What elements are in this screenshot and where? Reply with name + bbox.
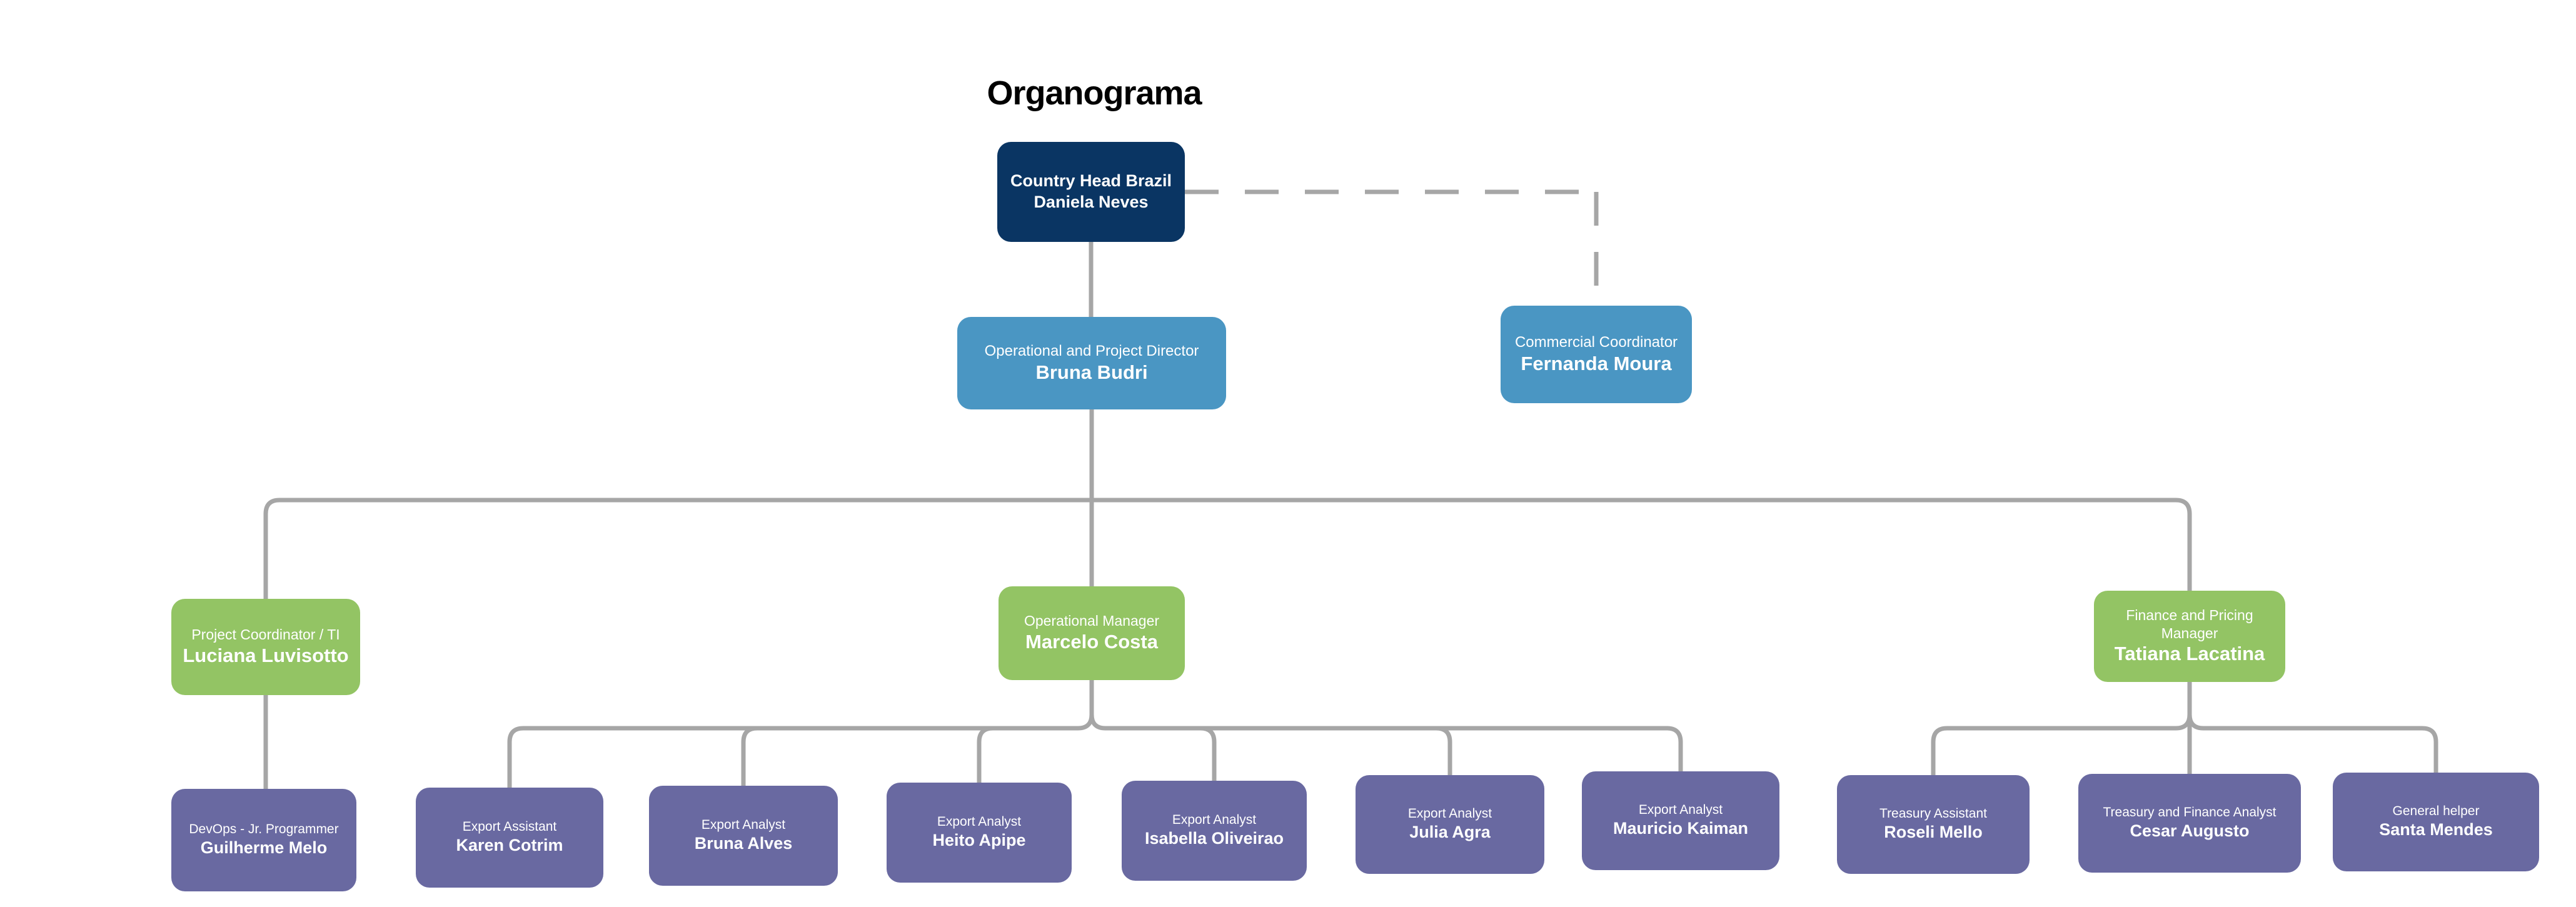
connector-rail-tatiana-left [1931,714,2192,775]
org-node-name: Mauricio Kaiman [1613,819,1749,838]
org-node-name: Karen Cotrim [456,836,563,855]
org-node-role: Treasury Assistant [1879,806,1987,821]
org-node-role: Export Assistant [462,819,557,834]
org-node-name: Heito Apipe [932,831,1026,850]
connector-drop-heito [977,726,994,783]
org-node-role: DevOps - Jr. Programmer [189,822,339,836]
connector-drop-bruna-alves [741,726,758,786]
page-title: Organograma [987,74,1202,112]
connector-rail-marcelo-right [1089,714,1683,771]
org-node-role: Operational Manager [1024,613,1160,629]
org-node-name: Julia Agra [1409,823,1491,842]
org-node-name: Cesar Augusto [2130,821,2250,841]
org-node-name: Bruna Budri [1035,361,1148,383]
org-node-name: Luciana Luvisotto [183,644,349,666]
org-node-name: Guilherme Melo [200,838,328,858]
org-node-role: Finance and Pricing Manager [2126,606,2253,641]
connector-rail-level2 [263,498,2192,599]
org-node-name: Isabella Oliveirao [1144,829,1284,848]
connector-rail-marcelo-left [507,714,1094,788]
connector-rail-tatiana-right [2187,714,2438,773]
org-node-role: Country Head Brazil [1010,171,1172,191]
org-node-name: Daniela Neves [1034,193,1149,211]
org-node-role: Export Analyst [701,818,786,832]
org-node-role: Treasury and Finance Analyst [2103,805,2277,819]
connector-drop-julia [1436,726,1452,775]
org-node-name: Fernanda Moura [1521,352,1672,374]
org-node-role: Project Coordinator / TI [191,626,340,643]
org-node-name: Marcelo Costa [1025,631,1158,653]
org-node-role: Operational and Project Director [984,342,1199,359]
org-node-role: Commercial Coordinator [1514,333,1678,351]
org-node-name: Bruna Alves [694,834,793,853]
org-node-name: Roseli Mello [1884,823,1983,842]
org-node-role: General helper [2392,804,2480,818]
org-node-role: Export Analyst [1407,806,1492,821]
org-node-name: Santa Mendes [2379,820,2493,839]
org-node-role: Export Analyst [1172,813,1257,827]
connector-drop-isabella [1200,726,1217,781]
org-node-name: Tatiana Lacatina [2114,643,2265,665]
org-node-role: Export Analyst [1638,803,1723,817]
org-node-role: Export Analyst [937,814,1022,829]
